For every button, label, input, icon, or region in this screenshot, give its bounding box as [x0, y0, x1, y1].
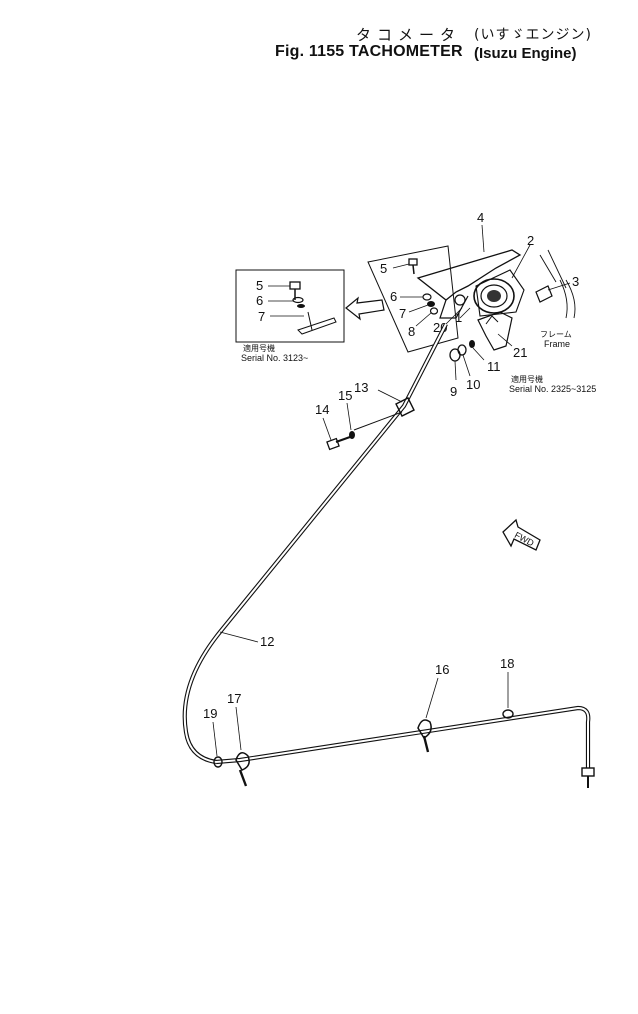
callout-5-inset: 5: [256, 278, 263, 293]
mounting-bracket-21: [443, 307, 513, 351]
direction-arrow-icon: [345, 296, 385, 321]
washer-15: [346, 402, 355, 439]
callout-14: 14: [315, 402, 329, 417]
callout-18: 18: [500, 656, 514, 671]
title-english-sub: (Isuzu Engine): [474, 45, 577, 62]
tachometer-cable-12: [182, 323, 448, 765]
main-serial: Serial No. 2325~3125: [509, 384, 596, 394]
callout-12: 12: [260, 634, 274, 649]
inset-detail: [235, 269, 345, 343]
callout-1: 1: [455, 310, 462, 325]
inset-applicable-jp: 適用号機: [243, 343, 275, 353]
title-japanese-sub: (いすゞエンジン): [474, 27, 592, 43]
title-english: Fig. 1155 TACHOMETER: [275, 43, 463, 60]
callout-6-inset: 6: [256, 293, 263, 308]
callout-15: 15: [338, 388, 352, 403]
main-applicable-jp: 適用号機: [511, 374, 543, 384]
clip-19: [212, 721, 223, 768]
fwd-label: FWD: [513, 530, 536, 549]
callout-5-bracket: 5: [380, 261, 387, 276]
callout-2: 2: [527, 233, 534, 248]
callout-16: 16: [435, 662, 449, 677]
callout-13: 13: [354, 380, 368, 395]
callout-19: 19: [203, 706, 217, 721]
clamp-16: [417, 677, 439, 753]
fittings-9-10-11: [449, 340, 485, 381]
tachometer-sensor-2: [473, 244, 531, 317]
callout-7-bracket: 7: [399, 306, 406, 321]
inset-serial: Serial No. 3123~: [241, 353, 308, 363]
clamp-13: [353, 389, 415, 431]
clamp-17: [235, 706, 250, 787]
bracket-detail-box: [367, 245, 459, 353]
callout-9: 9: [450, 384, 457, 399]
lower-cable-run: [215, 705, 595, 788]
bolt-14: [322, 417, 351, 451]
frame-label-jp: フレーム: [540, 330, 572, 339]
callout-8: 8: [408, 324, 415, 339]
callout-11: 11: [487, 359, 501, 374]
connector-3: [535, 249, 576, 319]
title-japanese: タコメータ: [356, 26, 462, 44]
callout-17: 17: [227, 691, 241, 706]
clip-18: [502, 672, 514, 719]
callout-10: 10: [466, 377, 480, 392]
bracket-4: [416, 224, 522, 319]
fwd-arrow-icon: FWD: [502, 518, 541, 551]
callout-6-bracket: 6: [390, 289, 397, 304]
frame-label: Frame: [544, 339, 570, 349]
callout-7-inset: 7: [258, 309, 265, 324]
callout-21: 21: [513, 345, 527, 360]
callout-3: 3: [572, 274, 579, 289]
callout-4: 4: [477, 210, 484, 225]
